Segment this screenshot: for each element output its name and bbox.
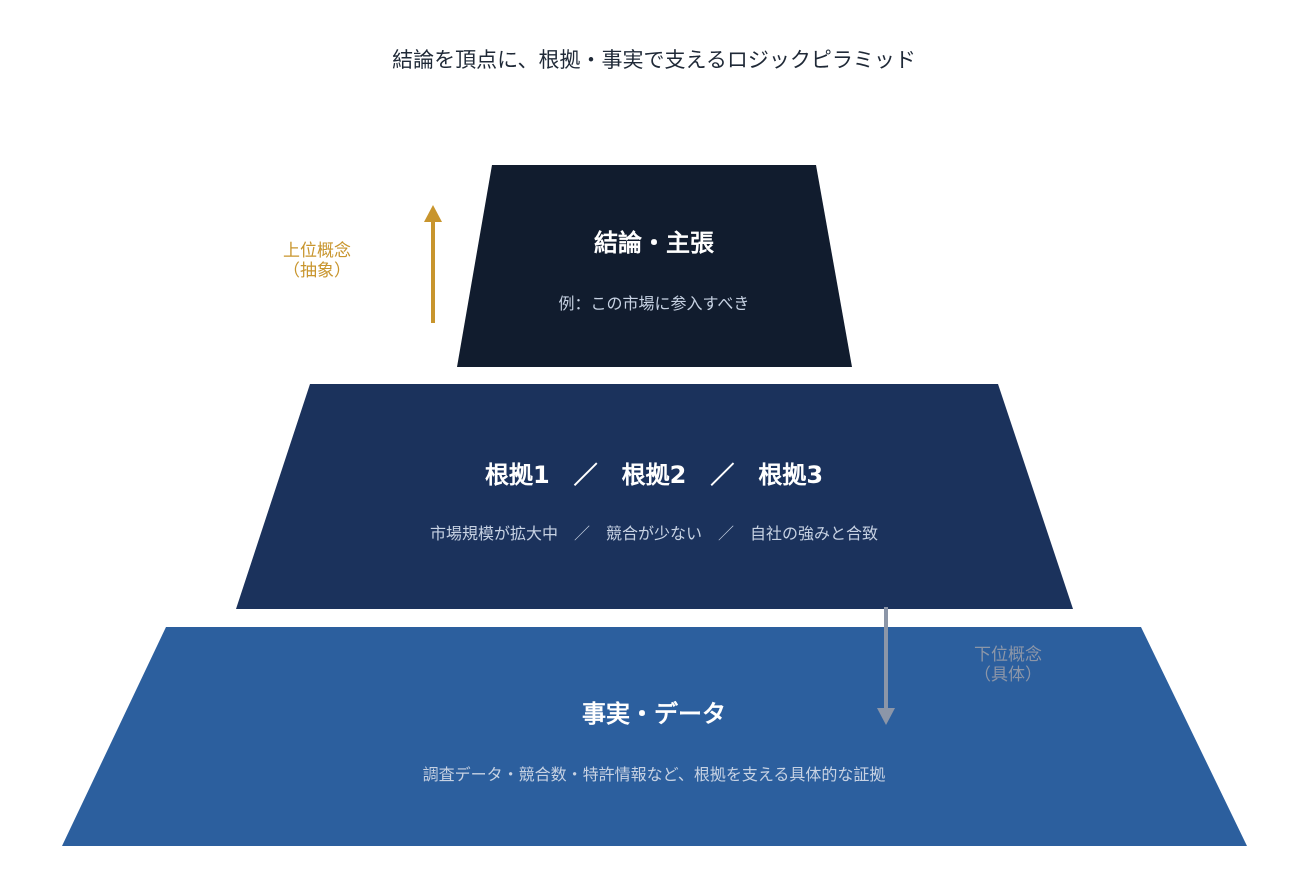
level-top-sub: 例：この市場に参入すべき bbox=[558, 294, 750, 313]
down-arrow-label: 下位概念 （具体） bbox=[974, 645, 1042, 685]
pyramid-level-top bbox=[457, 165, 852, 367]
diagram-title: 結論を頂点に、根拠・事実で支えるロジックピラミッド bbox=[392, 48, 916, 72]
down-arrow-label-line1: 下位概念 bbox=[974, 645, 1042, 665]
pyramid-level-bottom bbox=[62, 627, 1247, 846]
up-arrow-icon bbox=[424, 205, 442, 323]
level-middle-heading: 根拠1 ／ 根拠2 ／ 根拠3 bbox=[484, 461, 824, 489]
pyramid-level-middle bbox=[236, 384, 1073, 609]
up-arrow-label-line2: （抽象） bbox=[283, 261, 351, 281]
up-arrow-label: 上位概念 （抽象） bbox=[283, 241, 351, 281]
down-arrow-label-line2: （具体） bbox=[974, 665, 1042, 685]
up-arrow-label-line1: 上位概念 bbox=[283, 241, 351, 261]
level-bottom-heading: 事実・データ bbox=[582, 700, 726, 728]
level-top-heading: 結論・主張 bbox=[594, 229, 714, 257]
down-arrow-icon bbox=[877, 607, 895, 725]
level-bottom-sub: 調査データ・競合数・特許情報など、根拠を支える具体的な証拠 bbox=[422, 765, 886, 784]
level-middle-sub: 市場規模が拡大中 ／ 競合が少ない ／ 自社の強みと合致 bbox=[429, 524, 879, 543]
